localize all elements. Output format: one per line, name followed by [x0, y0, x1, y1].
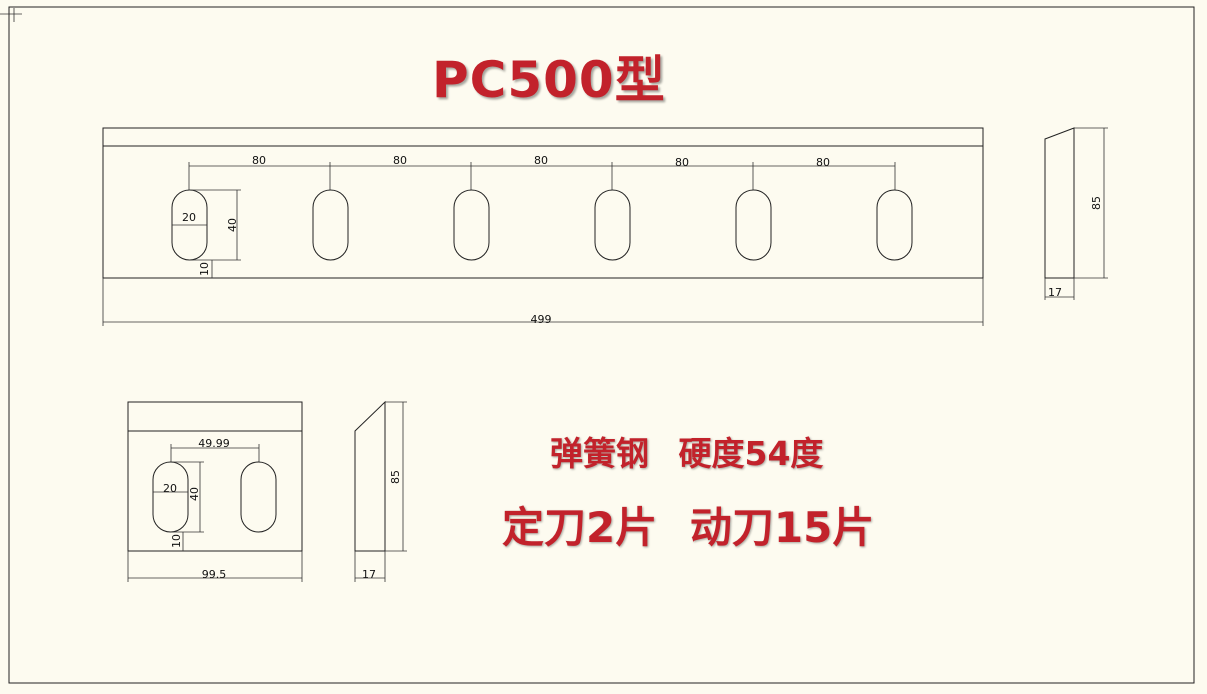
main-slot-3: [453, 189, 490, 261]
model-title: PC500型: [432, 51, 666, 109]
small-blade-outline: [127, 401, 303, 552]
spacing-label-4: 80: [675, 156, 689, 169]
small-side-height-label: 85: [389, 470, 402, 484]
spacing-label-3: 80: [534, 154, 548, 167]
small-side-thickness-label: 17: [362, 568, 376, 581]
side-thickness-label: 17: [1048, 286, 1062, 299]
spacing-label-2: 80: [393, 154, 407, 167]
main-blade-side-view: 85 17: [1044, 127, 1108, 300]
slot-width-label: 20: [182, 211, 196, 224]
quantity-note: 定刀2片 动刀15片: [502, 503, 875, 552]
small-blade-front-view: 49.99 20 40 10 99.5: [127, 401, 303, 582]
small-slot-2: [240, 461, 277, 533]
main-slot-4: [594, 189, 631, 261]
material-note: 弹簧钢 硬度54度: [550, 434, 824, 473]
side-height-label: 85: [1090, 196, 1103, 210]
small-slot-height-label: 40: [188, 487, 201, 501]
spacing-label-1: 80: [252, 154, 266, 167]
slot-height-label: 40: [226, 218, 239, 232]
main-slot-6: [876, 189, 913, 261]
main-slot-5: [735, 189, 772, 261]
length-label: 499: [531, 313, 552, 326]
small-blade-side-view: 85 17: [354, 400, 407, 582]
small-spacing-label: 49.99: [198, 437, 230, 450]
main-blade-front-view: 80 80 80 80 80 20 40 10 499: [102, 127, 984, 326]
small-slot-offset-label: 10: [170, 534, 183, 548]
main-slot-2: [312, 189, 349, 261]
sheet-border: [8, 6, 1195, 684]
spacing-label-5: 80: [816, 156, 830, 169]
slot-offset-label: 10: [198, 262, 211, 276]
main-side-profile: [1044, 127, 1075, 279]
small-slot-width-label: 20: [163, 482, 177, 495]
main-blade-outline: [102, 127, 984, 279]
small-side-profile: [354, 400, 386, 552]
small-length-label: 99.5: [202, 568, 227, 581]
small-slot-1: [152, 461, 189, 533]
